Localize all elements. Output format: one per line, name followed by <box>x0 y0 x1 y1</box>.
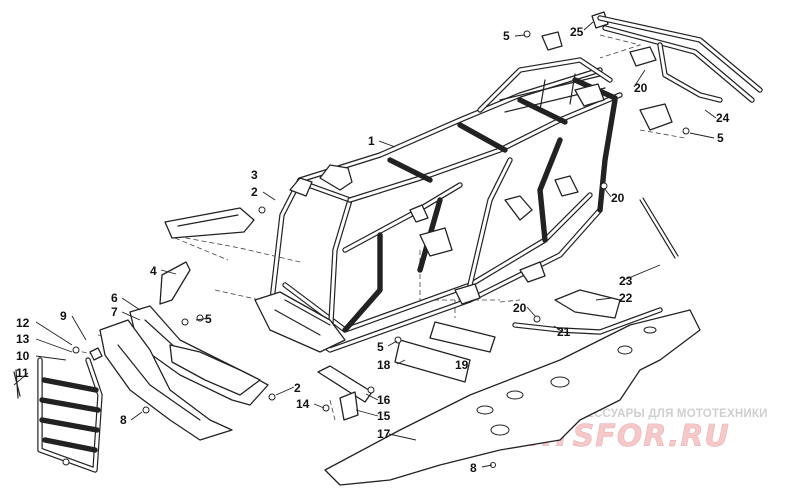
callout-5: 5 <box>717 131 724 145</box>
callout-16: 16 <box>377 393 391 407</box>
callout-12: 12 <box>16 316 30 330</box>
callout-23: 23 <box>619 274 633 288</box>
side-bracket <box>317 365 375 421</box>
callout-15: 15 <box>377 409 391 423</box>
callout-10: 10 <box>16 349 30 363</box>
brush-guard <box>13 346 103 473</box>
callout-14: 14 <box>296 397 310 411</box>
callout-21: 21 <box>557 325 571 339</box>
callout-20: 20 <box>513 301 527 315</box>
right-side-rail <box>512 197 679 335</box>
callout-8: 8 <box>470 461 477 475</box>
callout-25: 25 <box>570 25 584 39</box>
callout-24: 24 <box>716 111 730 125</box>
main-frame <box>254 57 623 353</box>
front-bumper <box>99 305 276 441</box>
callout-5: 5 <box>205 312 212 326</box>
callout-13: 13 <box>16 332 30 346</box>
callout-labels: 1 2 2 3 4 5 5 5 5 6 7 8 8 9 10 11 12 13 … <box>16 25 730 475</box>
rear-bumper <box>597 15 763 135</box>
callout-1: 1 <box>368 134 375 148</box>
skid-plate <box>324 309 701 486</box>
callout-8: 8 <box>120 413 127 427</box>
fasteners <box>142 182 608 414</box>
callout-6: 6 <box>111 291 118 305</box>
callout-5: 5 <box>377 340 384 354</box>
callout-5: 5 <box>503 29 510 43</box>
callout-leaders <box>13 21 717 468</box>
front-bracket <box>159 261 191 305</box>
front-rack-support <box>164 206 266 239</box>
callout-17: 17 <box>377 427 391 441</box>
callout-3: 3 <box>251 168 258 182</box>
callout-19: 19 <box>455 358 469 372</box>
callout-2: 2 <box>251 185 258 199</box>
callout-7: 7 <box>111 305 118 319</box>
callout-9: 9 <box>60 309 67 323</box>
callout-11: 11 <box>16 366 29 380</box>
callout-20: 20 <box>634 81 648 95</box>
callout-2: 2 <box>294 381 301 395</box>
callout-22: 22 <box>619 291 633 305</box>
callout-18: 18 <box>377 358 391 372</box>
footrest-brackets <box>394 321 496 383</box>
callout-4: 4 <box>150 264 157 278</box>
callout-20: 20 <box>611 191 625 205</box>
rear-mount-brackets <box>523 11 609 51</box>
